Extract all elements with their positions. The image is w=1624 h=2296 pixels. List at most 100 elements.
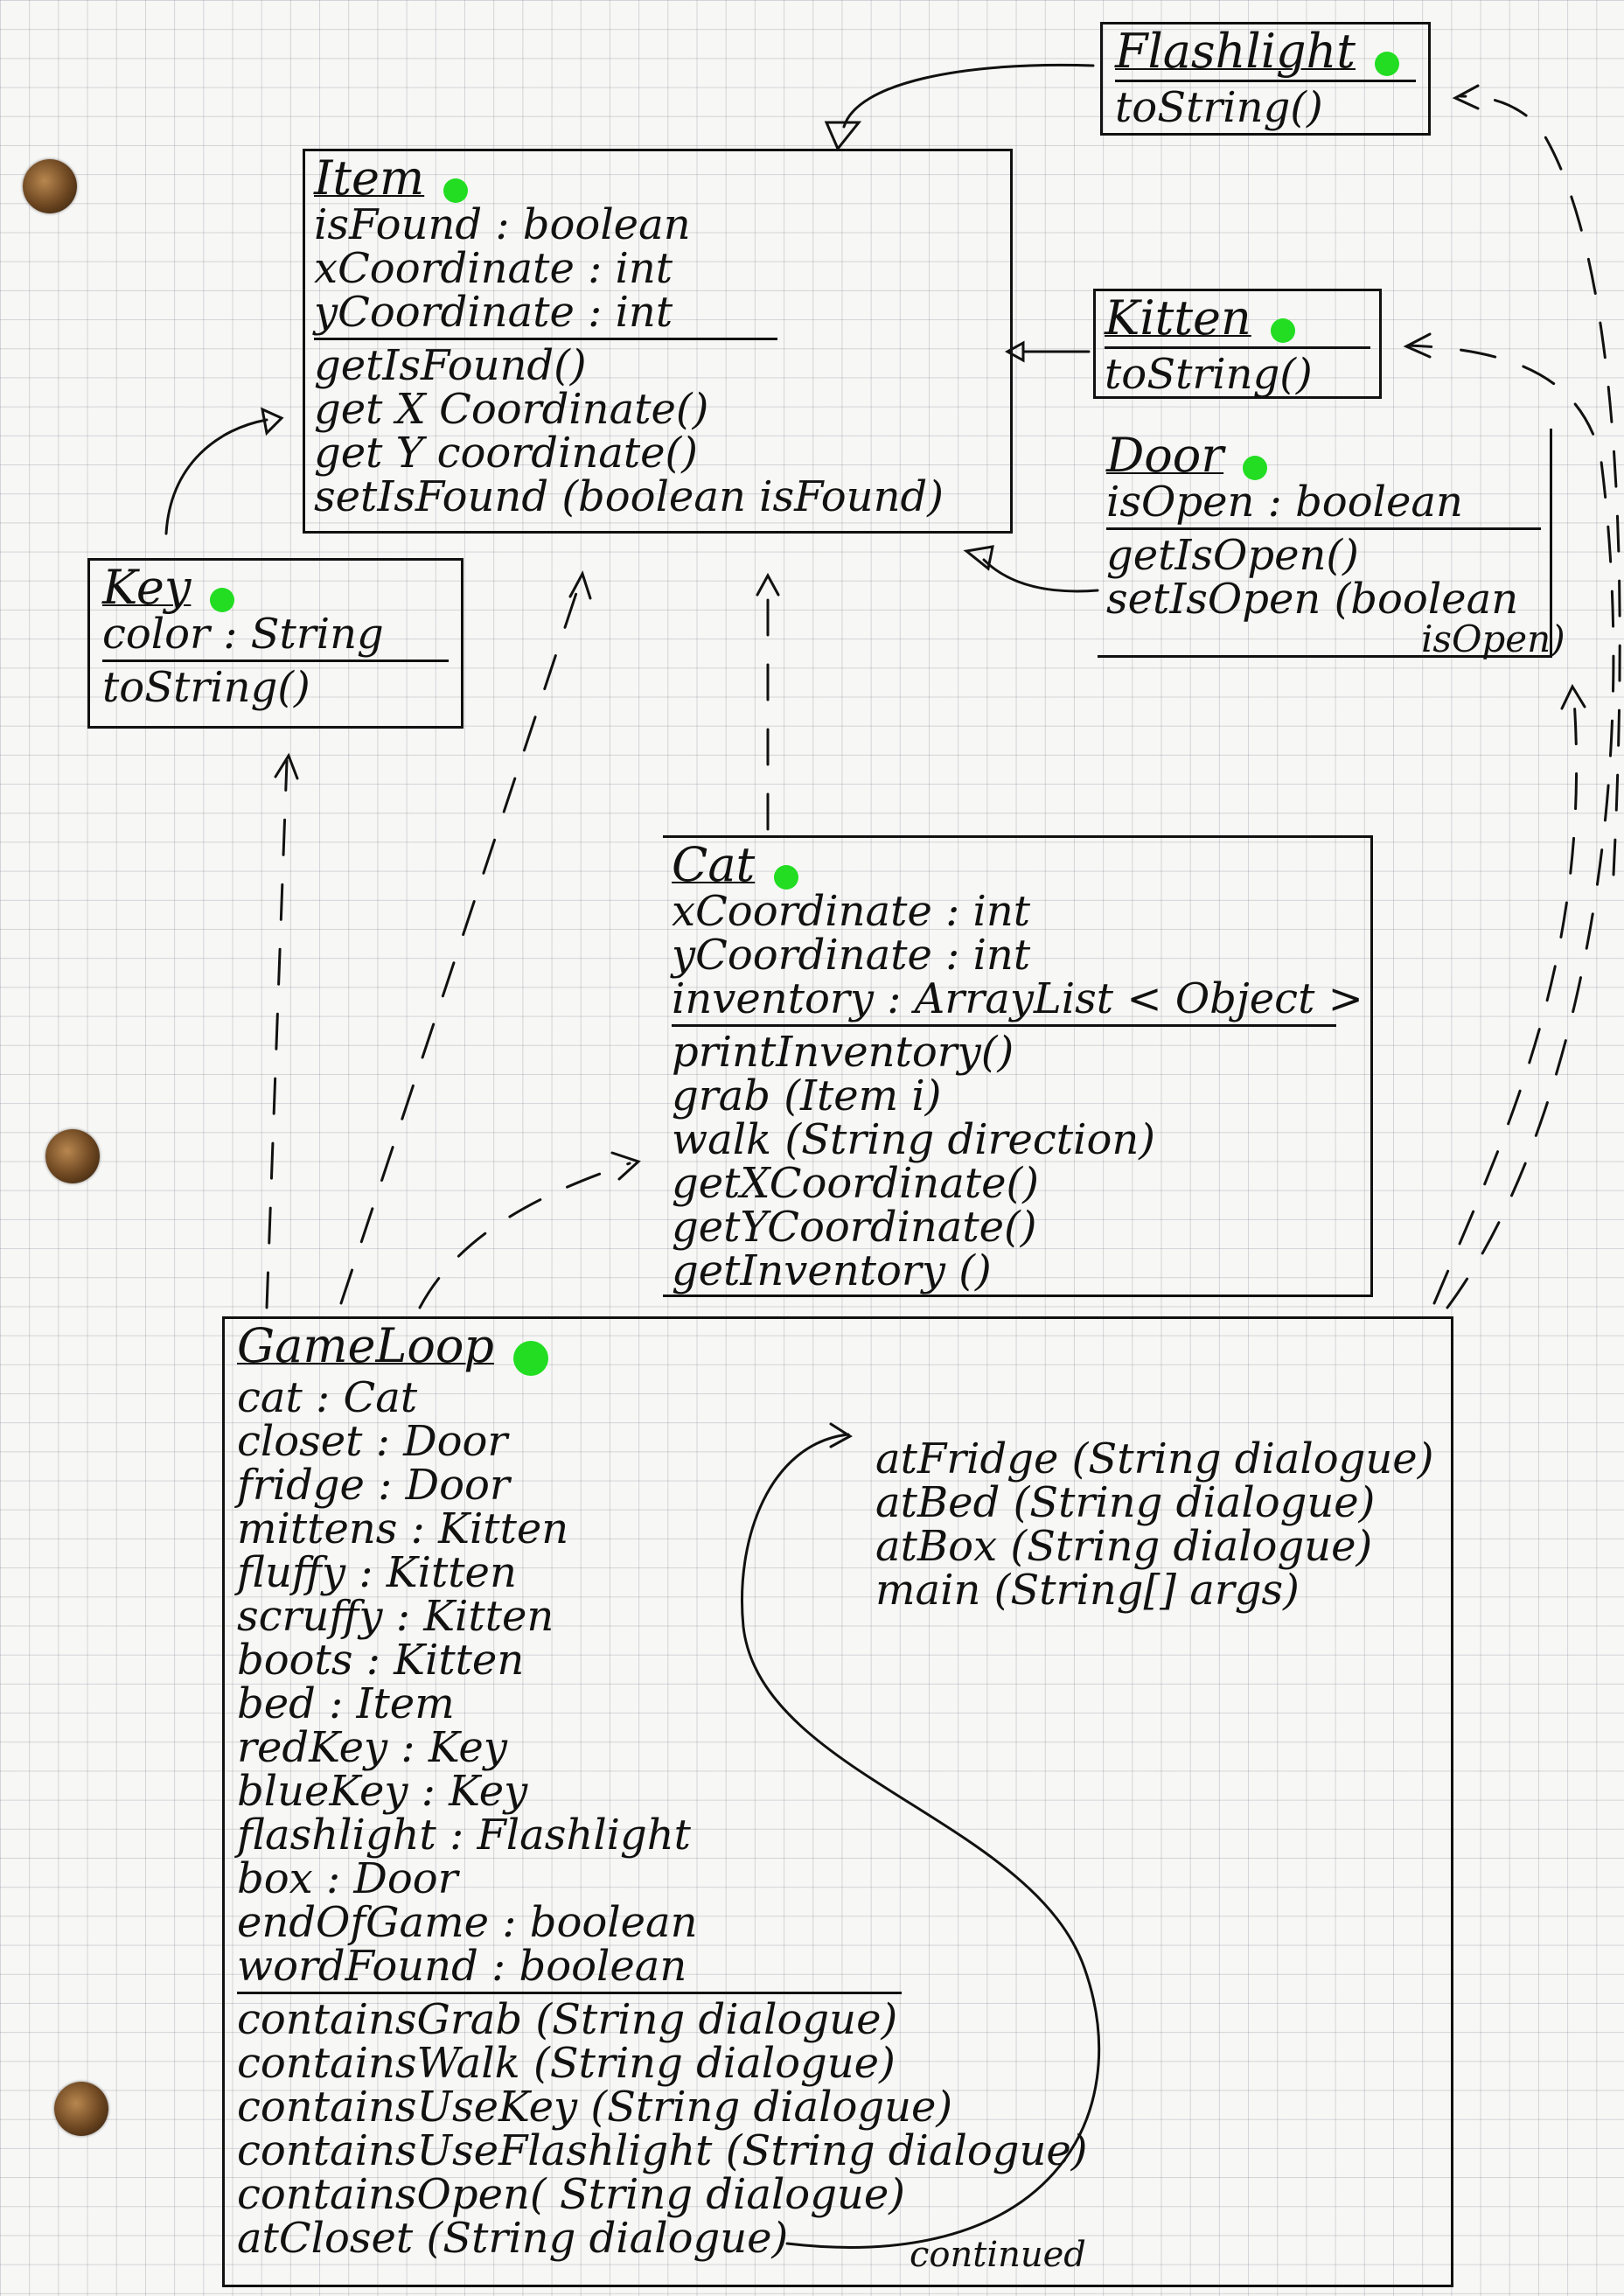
- field: boots : Kitten: [237, 1635, 525, 1685]
- method: atBed (String dialogue): [875, 1477, 1376, 1527]
- arrow-key-to-item: [164, 418, 268, 535]
- field: yCoordinate : int: [672, 930, 1031, 980]
- class-name-gameloop: GameLoop: [237, 1318, 494, 1373]
- arrow-flashlight-to-item: [842, 63, 1095, 129]
- class-key: Key color : String toString(): [87, 558, 464, 729]
- method: get X Coordinate(): [314, 384, 709, 434]
- method: toString(): [102, 662, 310, 712]
- divider: [102, 659, 449, 662]
- gameloop-methods: containsGrab (String dialogue) containsW…: [237, 1998, 1439, 2260]
- divider: [1115, 79, 1416, 82]
- method: getIsFound(): [314, 340, 587, 390]
- field: box : Door: [237, 1853, 458, 1903]
- status-dot: [210, 587, 235, 612]
- field: yCoordinate : int: [314, 287, 673, 337]
- method: containsUseFlashlight (String dialogue): [237, 2125, 1088, 2175]
- arrowhead-item-from-door: [963, 545, 994, 571]
- field: closet : Door: [237, 1416, 508, 1466]
- class-door: Door isOpen : boolean getIsOpen() setIsO…: [1098, 428, 1565, 660]
- method: getYCoordinate(): [672, 1202, 1037, 1252]
- arrowhead-door-from-gameloop: [1560, 683, 1586, 710]
- dashed-gameloop-to-kitten: [1406, 344, 1615, 1309]
- method: toString(): [1115, 82, 1323, 132]
- field: xCoordinate : int: [672, 886, 1031, 936]
- method: get Y coordinate(): [314, 428, 699, 478]
- arrowhead-continuation: [829, 1422, 853, 1448]
- class-item: Item isFound : boolean xCoordinate : int…: [303, 149, 1013, 534]
- status-dot: [512, 1340, 548, 1376]
- arrow-door-to-item: [982, 558, 1099, 593]
- method: setIsOpen (boolean: [1106, 574, 1519, 624]
- class-kitten: Kitten toString(): [1093, 289, 1382, 399]
- method: main (String[] args): [875, 1565, 1300, 1615]
- method: containsOpen( String dialogue): [237, 2169, 905, 2219]
- field: scruffy : Kitten: [237, 1591, 554, 1641]
- field: cat : Cat: [237, 1372, 418, 1422]
- field: bed : Item: [237, 1678, 455, 1728]
- divider: [1105, 345, 1370, 349]
- arrowhead-item-from-kitten: [1004, 340, 1025, 363]
- field: fluffy : Kitten: [237, 1547, 517, 1597]
- class-name-key: Key: [102, 560, 192, 615]
- dashed-gameloop-to-cat: [418, 1162, 631, 1309]
- status-dot: [1375, 51, 1400, 76]
- field: flashlight : Flashlight: [237, 1810, 691, 1860]
- method: containsUseKey (String dialogue): [237, 2082, 953, 2132]
- dashed-gameloop-to-flashlight: [1459, 94, 1621, 876]
- divider: [237, 1991, 902, 1994]
- field: wordFound : boolean: [237, 1941, 687, 1991]
- method: atCloset (String dialogue): [237, 2213, 789, 2263]
- arrowhead-key-from-gameloop: [274, 752, 299, 780]
- status-dot: [1243, 455, 1268, 480]
- divider: [672, 1023, 1336, 1027]
- method: getXCoordinate(): [672, 1158, 1039, 1208]
- method: containsWalk (String dialogue): [237, 2038, 896, 2088]
- field: inventory : ArrayList < Object >: [672, 974, 1363, 1023]
- binder-hole-middle: [45, 1129, 100, 1183]
- field: xCoordinate : int: [314, 243, 673, 293]
- dashed-gameloop-to-key: [265, 759, 289, 1309]
- field: redKey : Key: [237, 1722, 507, 1772]
- continuation-loop: [741, 1433, 1101, 2249]
- status-dot: [774, 864, 799, 890]
- field: color : String: [102, 609, 384, 659]
- gameloop-methods-continued: atFridge (String dialogue) atBed (String…: [875, 1437, 1433, 1612]
- arrowhead-item-from-flashlight: [824, 121, 862, 151]
- class-name-item: Item: [314, 150, 425, 206]
- method: getIsOpen(): [1106, 530, 1359, 580]
- arrowhead-kitten-from-gameloop: [1403, 332, 1432, 359]
- method: toString(): [1105, 349, 1313, 399]
- class-name-door: Door: [1106, 428, 1224, 483]
- gameloop-fields: cat : Cat closet : Door fridge : Door mi…: [237, 1376, 1439, 1988]
- status-dot: [1270, 318, 1295, 343]
- method: getInventory (): [672, 1246, 992, 1295]
- class-gameloop: GameLoop cat : Cat closet : Door fridge …: [222, 1316, 1453, 2287]
- binder-hole-bottom: [54, 2082, 108, 2136]
- field: isOpen : boolean: [1106, 477, 1463, 527]
- method-continuation: isOpen): [1421, 617, 1565, 660]
- method: atFridge (String dialogue): [875, 1434, 1434, 1483]
- arrowhead-item-from-gameloop: [568, 570, 592, 600]
- binder-hole-top: [23, 159, 77, 213]
- class-flashlight: Flashlight toString(): [1100, 22, 1431, 136]
- method: atBox (String dialogue): [875, 1521, 1373, 1571]
- divider: [314, 337, 777, 340]
- field: endOfGame : boolean: [237, 1897, 698, 1947]
- method: printInventory(): [672, 1027, 1014, 1077]
- dashed-gameloop-to-door: [1432, 698, 1578, 1305]
- arrowhead-item-from-cat: [756, 572, 780, 597]
- class-name-cat: Cat: [672, 837, 756, 892]
- field: isFound : boolean: [314, 199, 691, 249]
- class-name-kitten: Kitten: [1105, 290, 1251, 345]
- method: walk (String direction): [672, 1114, 1155, 1164]
- method: containsGrab (String dialogue): [237, 1994, 898, 2044]
- method: grab (Item i): [672, 1071, 942, 1120]
- arrowhead-cat-from-gameloop: [610, 1151, 641, 1181]
- status-dot: [443, 178, 469, 203]
- arrowhead-flashlight-from-gameloop: [1452, 84, 1480, 110]
- class-cat: Cat xCoordinate : int yCoordinate : int …: [663, 835, 1373, 1297]
- class-name-flashlight: Flashlight: [1115, 24, 1356, 79]
- continued-label: continued: [910, 2235, 1086, 2275]
